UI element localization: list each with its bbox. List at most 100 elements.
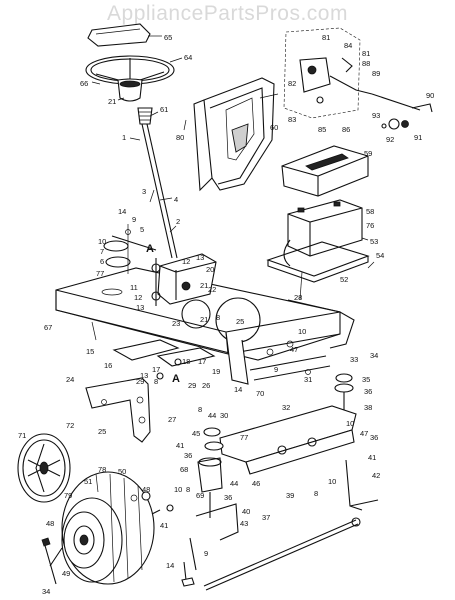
callout-label: 6 xyxy=(100,257,104,266)
pedal-bracket-part xyxy=(112,339,216,380)
callout-label: 71 xyxy=(18,431,26,440)
callout-label: 5 xyxy=(140,225,144,234)
callout-label: 32 xyxy=(282,403,290,412)
callout-label: 47 xyxy=(360,429,368,438)
callout-label: 36 xyxy=(184,451,192,460)
callout-labels: 65 64 66 21 61 1 80 60 3 4 2 14 9 5 10 A… xyxy=(18,33,434,596)
callout-label: 10 xyxy=(98,237,106,246)
leader-lines xyxy=(91,35,375,341)
callout-label: 17 xyxy=(198,357,206,366)
battery-cover-part xyxy=(281,145,369,197)
callout-label: 9 xyxy=(204,549,208,558)
callout-label: 10 xyxy=(298,327,306,336)
callout-label: 16 xyxy=(104,361,112,370)
callout-label: 89 xyxy=(372,69,380,78)
callout-label: 51 xyxy=(84,477,92,486)
callout-label: 25 xyxy=(98,427,106,436)
callout-label: 21 xyxy=(200,315,208,324)
callout-label: 72 xyxy=(66,421,74,430)
steering-shaft-part xyxy=(137,107,178,259)
callout-label: 31 xyxy=(304,375,312,384)
callout-label: 9 xyxy=(274,365,278,374)
callout-label: 14 xyxy=(234,385,242,394)
callout-label: 91 xyxy=(414,133,422,142)
callout-label: 23 xyxy=(172,319,180,328)
callout-label: 68 xyxy=(180,465,188,474)
dash-panel-part xyxy=(193,77,275,192)
callout-label: 26 xyxy=(202,381,210,390)
callout-label: 10 xyxy=(346,419,354,428)
callout-label: 8 xyxy=(154,377,158,386)
callout-label: 36 xyxy=(370,433,378,442)
callout-label: 38 xyxy=(364,403,372,412)
callout-label: 53 xyxy=(370,237,378,246)
callout-label: 88 xyxy=(362,59,370,68)
callout-label: 17 xyxy=(152,365,160,374)
left-pin-part xyxy=(41,537,57,585)
callout-label: 11 xyxy=(130,283,138,292)
battery-part xyxy=(283,199,363,267)
hub-cap-part xyxy=(17,433,71,503)
callout-label: 10 xyxy=(174,485,182,494)
callout-label: 28 xyxy=(294,293,302,302)
callout-label: 2 xyxy=(176,217,180,226)
drag-link-part xyxy=(103,224,157,274)
callout-label: 10 xyxy=(328,477,336,486)
callout-label: 21 xyxy=(200,281,208,290)
callout-label: 45 xyxy=(192,429,200,438)
front-axle-part xyxy=(219,405,357,475)
throttle-parts xyxy=(381,103,433,130)
callout-label: 79 xyxy=(64,491,72,500)
callout-label: 21 xyxy=(108,97,116,106)
callout-label: 40 xyxy=(242,507,250,516)
callout-label: 65 xyxy=(164,33,172,42)
callout-label: 27 xyxy=(168,415,176,424)
right-spindle-part xyxy=(334,373,379,511)
callout-label: 4 xyxy=(174,195,178,204)
callout-label: A xyxy=(146,243,154,255)
callout-label: 12 xyxy=(182,257,190,266)
callout-label: 30 xyxy=(220,411,228,420)
battery-tray-part xyxy=(266,241,370,301)
tie-rod-part xyxy=(203,517,361,591)
callout-label: 22 xyxy=(208,285,216,294)
callout-label: 41 xyxy=(176,441,184,450)
callout-label: 83 xyxy=(288,115,296,124)
callout-label: 7 xyxy=(100,247,104,256)
callout-label: 47 xyxy=(290,345,298,354)
callout-label: 52 xyxy=(340,275,348,284)
rear-support-part xyxy=(249,355,331,381)
callout-label: 12 xyxy=(134,293,142,302)
callout-label: 78 xyxy=(98,465,106,474)
callout-label: 80 xyxy=(176,133,184,142)
callout-label: 34 xyxy=(42,587,50,596)
callout-label: 81 xyxy=(362,49,370,58)
callout-label: 37 xyxy=(262,513,270,522)
callout-label: 42 xyxy=(372,471,380,480)
callout-label: 41 xyxy=(160,521,168,530)
callout-label: 3 xyxy=(142,187,146,196)
bottom-pin-part xyxy=(181,561,195,587)
callout-label: 61 xyxy=(160,105,168,114)
callout-label: 66 xyxy=(80,79,88,88)
callout-label: 49 xyxy=(62,569,70,578)
callout-label: 36 xyxy=(224,493,232,502)
main-frame-part xyxy=(55,267,355,385)
callout-label: 8 xyxy=(198,405,202,414)
front-wheel-part xyxy=(49,471,155,585)
callout-label: 86 xyxy=(342,125,350,134)
callout-label: 8 xyxy=(314,489,318,498)
callout-label: 84 xyxy=(344,41,352,50)
callout-label: 46 xyxy=(252,479,260,488)
callout-label: 14 xyxy=(166,561,174,570)
callout-label: 13 xyxy=(196,253,204,262)
callout-label: 34 xyxy=(370,351,378,360)
axle-support-part xyxy=(85,377,151,443)
callout-label: 48 xyxy=(46,519,54,528)
callout-label: 48 xyxy=(142,485,150,494)
left-spindle-part xyxy=(189,427,239,571)
callout-label: 43 xyxy=(240,519,248,528)
callout-label: 77 xyxy=(96,269,104,278)
watermark: AppliancePartsPros.com xyxy=(107,2,348,25)
wheel-hardware-part xyxy=(141,491,174,515)
